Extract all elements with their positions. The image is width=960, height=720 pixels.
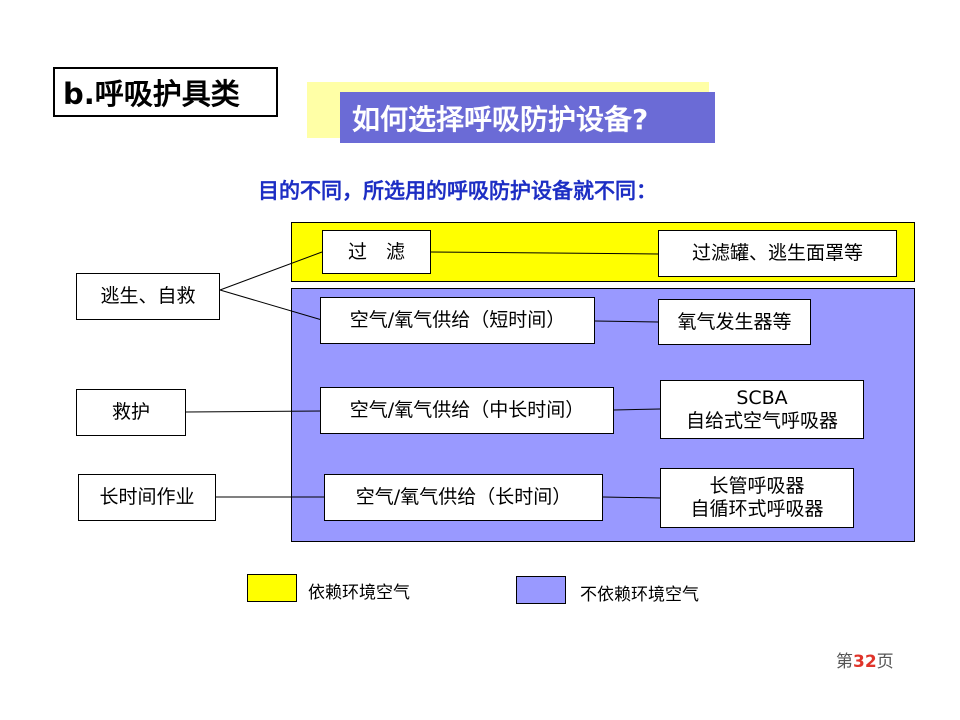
purpose-long-work-box: 长时间作业 [78,474,216,521]
supply-filter-box: 过 滤 [322,230,431,274]
connector-long-equipment [602,496,661,499]
equipment-long-box: 长管呼吸器 自循环式呼吸器 [660,468,854,528]
connector-medium-equipment [613,408,661,411]
purpose-rescue-box: 救护 [76,389,186,436]
connector-escape-filter [219,251,323,291]
equipment-filter-box: 过滤罐、逃生面罩等 [658,230,897,277]
equipment-medium-line2: 自给式空气呼吸器 [685,409,838,432]
purpose-escape-box: 逃生、自救 [76,273,220,320]
connector-filter-equipment [430,251,659,255]
page-number-prefix: 第 [836,652,853,672]
connector-short-equipment [594,320,659,323]
connector-escape-short [219,289,323,321]
page-number: 第32页 [836,647,894,672]
legend-label-independent: 不依赖环境空气 [580,585,699,605]
legend-label-ambient: 依赖环境空气 [308,583,410,603]
equipment-medium-line1: SCBA [736,386,788,409]
equipment-long-line1: 长管呼吸器 [709,475,805,498]
equipment-short-line1: 氧气发生器等 [677,310,792,333]
equipment-long-line2: 自循环式呼吸器 [690,498,824,520]
legend-swatch-independent [516,576,566,604]
subtitle: 目的不同，所选用的呼吸防护设备就不同： [258,179,657,203]
equipment-short-box: 氧气发生器等 [658,299,811,345]
page-number-value: 32 [853,652,877,672]
supply-short-box: 空气/氧气供给（短时间） [320,297,595,344]
legend-swatch-ambient [247,574,297,602]
page-number-suffix: 页 [876,652,894,672]
equipment-medium-box: SCBA 自给式空气呼吸器 [660,380,864,439]
supply-medium-box: 空气/氧气供给（中长时间） [320,387,614,434]
section-label: b.呼吸护具类 [53,67,278,117]
equipment-filter-line1: 过滤罐、逃生面罩等 [691,242,863,265]
connector-rescue-medium [185,410,323,413]
page-title: 如何选择呼吸防护设备? [340,92,715,143]
supply-long-box: 空气/氧气供给（长时间） [324,474,603,521]
